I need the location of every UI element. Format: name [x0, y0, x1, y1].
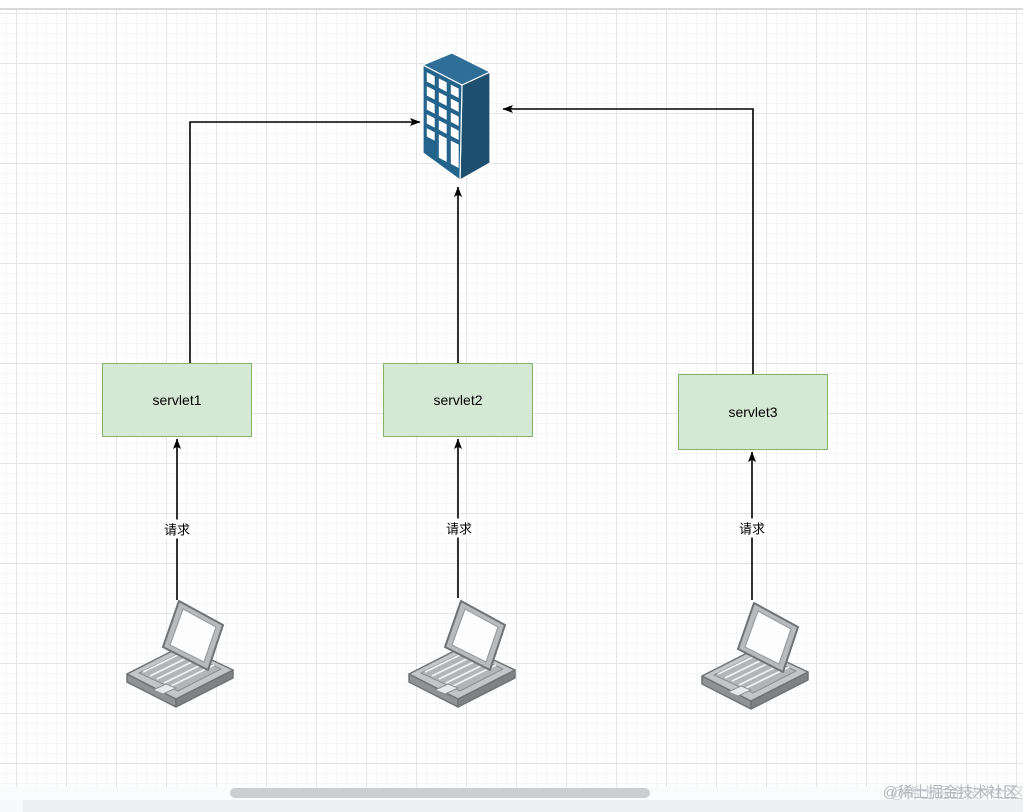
building-icon[interactable]	[418, 48, 498, 188]
connector-servlet3-to-server[interactable]	[502, 105, 754, 374]
connector-servlet1-to-server[interactable]	[189, 118, 421, 363]
edge-label-request-3[interactable]: 请求	[736, 518, 768, 538]
scrollbar-corner	[0, 800, 23, 812]
laptop-icon[interactable]	[701, 600, 811, 712]
node-servlet3-label: servlet3	[728, 404, 778, 420]
node-servlet1[interactable]: servlet1	[102, 363, 252, 437]
node-servlet2-label: servlet2	[433, 392, 483, 408]
node-servlet1-label: servlet1	[152, 392, 202, 408]
node-servlet2[interactable]: servlet2	[383, 363, 533, 437]
laptop-icon[interactable]	[408, 598, 518, 710]
window-top-band	[0, 0, 1023, 10]
horizontal-scrollbar-track[interactable]	[0, 787, 1023, 800]
edge-label-request-2[interactable]: 请求	[443, 518, 475, 538]
laptop-icon[interactable]	[126, 598, 236, 710]
node-servlet3[interactable]: servlet3	[678, 374, 828, 450]
edge-label-request-1[interactable]: 请求	[161, 519, 193, 539]
horizontal-scrollbar-thumb[interactable]	[230, 788, 650, 798]
diagram-canvas[interactable]: servlet1 servlet2 servlet3 请求 请求 请求	[0, 10, 1023, 787]
bottom-strip	[0, 800, 1023, 812]
